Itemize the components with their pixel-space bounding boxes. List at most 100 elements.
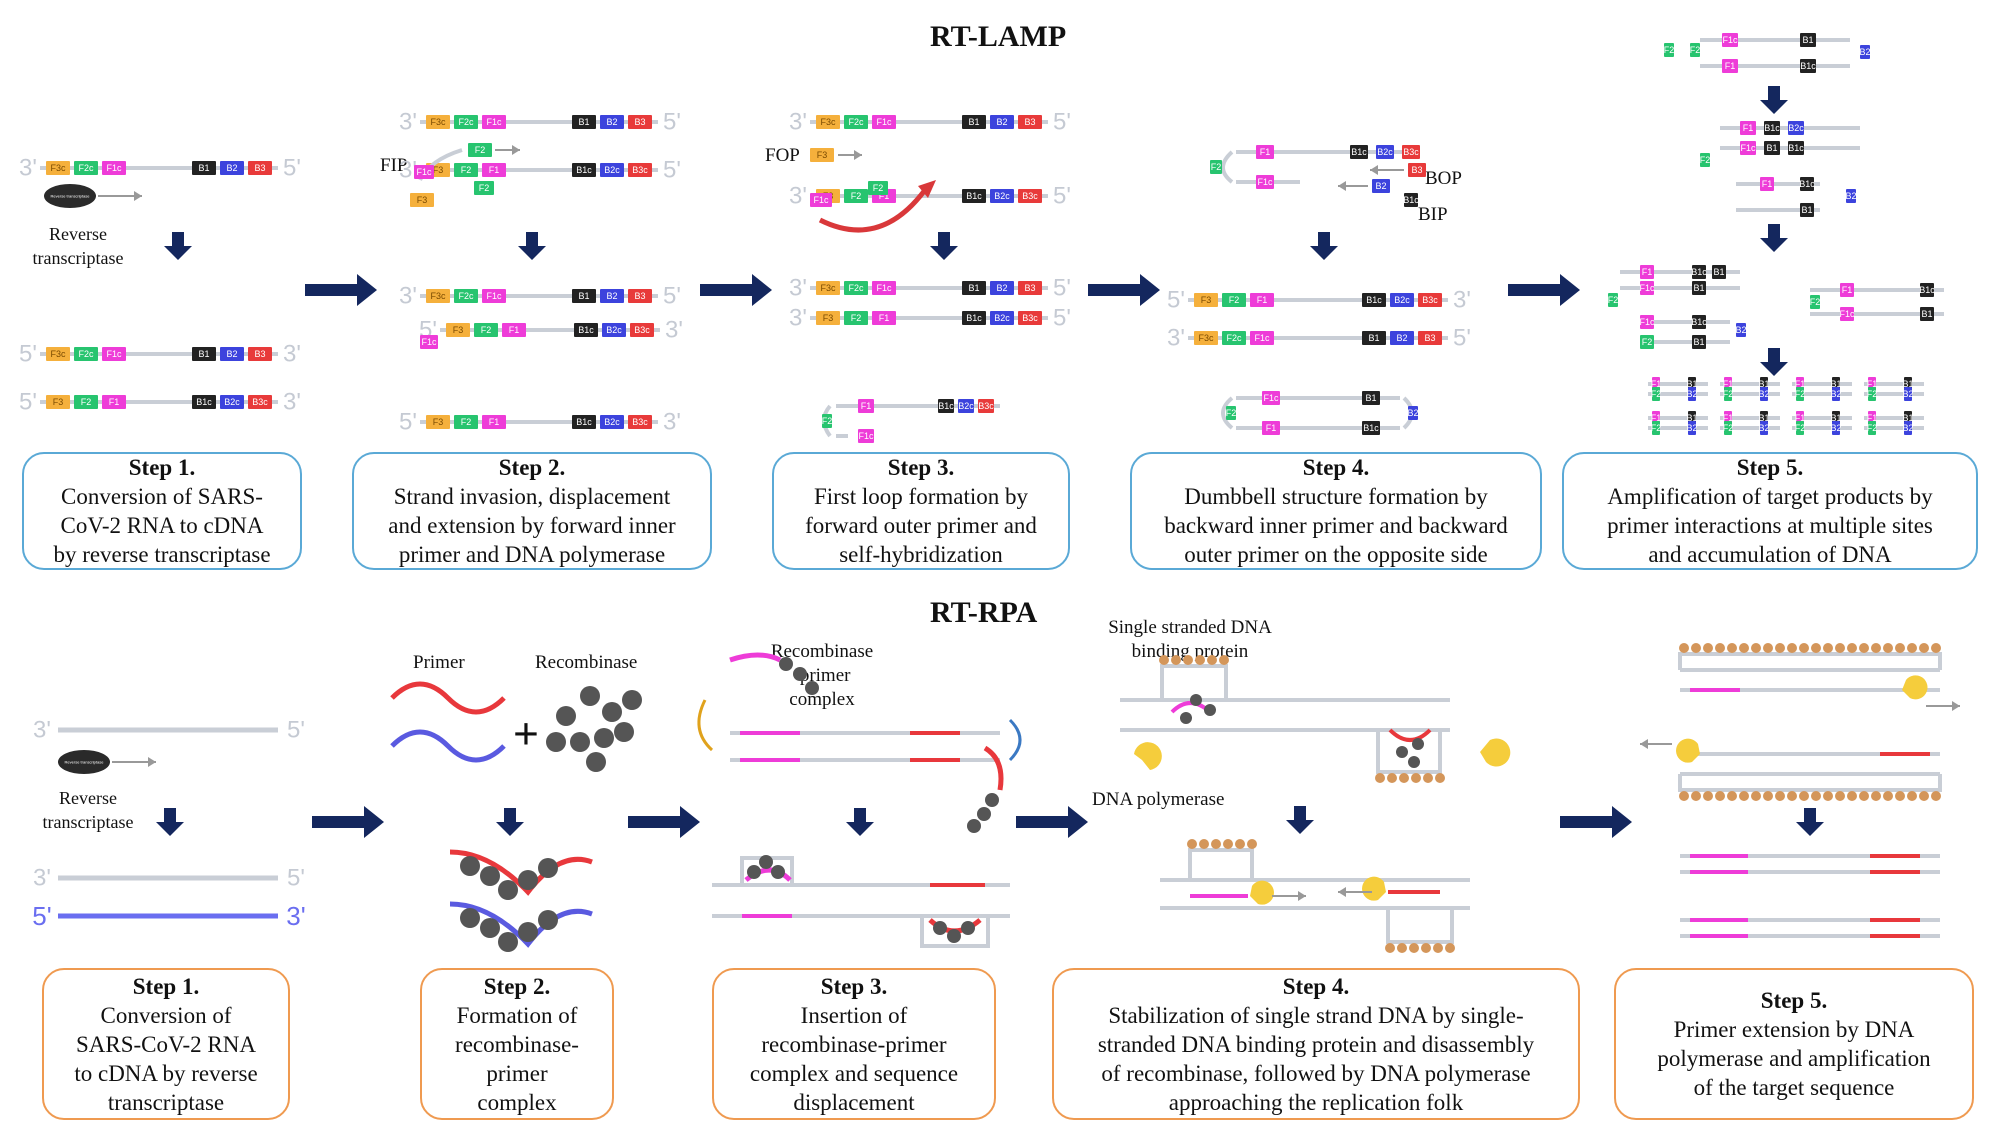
primer-region-f2: [868, 181, 888, 195]
primer-region-label: F1c: [876, 117, 892, 127]
recombinase-protein: [602, 702, 622, 722]
recombinase-protein: [518, 870, 538, 890]
strand-end-left: 5': [19, 389, 37, 416]
ssb-protein: [1159, 655, 1169, 665]
down-arrow: [930, 232, 958, 260]
primer-region-f1: [482, 415, 506, 429]
ssb-protein: [1691, 791, 1701, 801]
primer-region-f1c: [414, 165, 434, 179]
primer-region-b3: [628, 289, 652, 303]
primer-region-b2: [220, 161, 244, 175]
lamp-step-1-box: Step 1. Conversion of SARS- CoV-2 RNA to…: [22, 452, 302, 570]
strand-end-left: 3': [1167, 325, 1185, 352]
primer-region-b2: [1832, 387, 1840, 401]
primer-region-label: F3: [453, 325, 464, 335]
ssb-protein: [1799, 643, 1809, 653]
primer-region-label: F1: [1723, 379, 1734, 389]
primer-region-f2: [474, 323, 498, 337]
primer-region-label: F2: [1810, 297, 1821, 307]
primer-region-f1c: [1640, 315, 1654, 329]
ssb-protein: [1409, 943, 1419, 953]
complex-primer-red: [449, 849, 593, 896]
cdna-5-end: 5': [32, 901, 51, 931]
primer-region-label: B2: [1902, 389, 1913, 399]
lamp-arrow-1-2: [305, 274, 377, 306]
primer-region-label: B3: [634, 291, 645, 301]
label-recombinase-primer-complex: Recombinase -primer complex: [770, 641, 874, 710]
primer-region-label: B1c: [1800, 61, 1816, 71]
recombinase-protein: [805, 681, 819, 695]
rpa-arrow-1-2: [312, 806, 384, 838]
lamp-step-4-title: Step 4.: [1302, 455, 1370, 480]
primer-region-label: B1c: [938, 401, 954, 411]
dna-polymerase-ext-left: [1250, 880, 1274, 905]
lamp-step-1-title: Step 1.: [128, 455, 196, 480]
extension-arrow-head: [1338, 181, 1346, 191]
recombinase-protein: [1180, 712, 1192, 724]
primer-region-f2: [1868, 387, 1876, 401]
strand-end-left: 3': [399, 283, 417, 310]
recombinase-protein: [759, 855, 773, 869]
complex-primer-red-2: [983, 745, 1004, 791]
recombinase-protein: [961, 921, 975, 935]
lamp-step-3-box: Step 3. First loop formation by forward …: [772, 452, 1070, 570]
ssb-protein: [1895, 643, 1905, 653]
primer-region-b2c: [1376, 145, 1394, 159]
ssb-protein: [1811, 643, 1821, 653]
primer-region-b3c: [628, 163, 652, 177]
recombinase-protein: [967, 819, 981, 833]
plus-sign: +: [513, 710, 539, 759]
ssb-protein: [1445, 943, 1455, 953]
primer-region-label: B3c: [632, 165, 648, 175]
primer-region-b1c: [1800, 177, 1814, 191]
ssb-protein: [1397, 943, 1407, 953]
rpa-step-1-title: Step 1.: [132, 973, 200, 999]
primer-region-b3: [1408, 163, 1426, 177]
primer-region-label: B1c: [196, 397, 212, 407]
primer-region-b2c: [1788, 121, 1804, 135]
primer-region-label: F1: [1795, 413, 1806, 423]
extension-arrow-head: [1370, 165, 1378, 175]
primer-region-b1: [572, 115, 596, 129]
primer-region-label: F2: [1723, 423, 1734, 433]
primer-region-label: F2c: [1226, 333, 1242, 343]
primer-region-b2c: [990, 189, 1014, 203]
recombinase-protein: [947, 929, 961, 943]
primer-region-f2c: [74, 161, 98, 175]
primer-region-label: B1: [968, 117, 979, 127]
primer-region-label: F2c: [848, 283, 864, 293]
dumbbell-loop-left-2: [1221, 396, 1234, 430]
primer-region-f2: [822, 414, 832, 428]
primer-region-label: F3: [433, 417, 444, 427]
primer-region-label: B1c: [1363, 423, 1379, 433]
primer-region-b1c: [1692, 315, 1706, 329]
strand-end-right: 5': [663, 283, 681, 310]
primer-region-label: B1: [1830, 413, 1841, 423]
primer-region-f3: [410, 193, 434, 207]
primer-region-b1: [1692, 281, 1706, 295]
primer-region-label: F1: [1795, 379, 1806, 389]
rpa-step-3-title: Step 3.: [820, 973, 888, 999]
primer-region-label: B2: [1859, 47, 1870, 57]
ssb-protein: [1207, 655, 1217, 665]
ssb-protein: [1859, 643, 1869, 653]
dna-polymerase-right: [1480, 738, 1511, 767]
primer-region-label: B3: [1411, 165, 1422, 175]
primer-region-b2c: [220, 395, 244, 409]
recombinase-protein: [1412, 738, 1424, 750]
amp-top-loop: [1678, 652, 1942, 670]
lamp-step-3-title: Step 3.: [887, 455, 955, 480]
lamp-step-2-box: Step 2. Strand invasion, displacement an…: [352, 452, 712, 570]
primer-region-label: B3: [254, 349, 265, 359]
recombinase-protein: [480, 866, 500, 886]
primer-region-label: F3c: [1198, 333, 1214, 343]
ssb-protein: [1835, 643, 1845, 653]
ssb-protein: [1679, 791, 1689, 801]
primer-region-label: F1: [1842, 285, 1853, 295]
primer-region-b1: [962, 281, 986, 295]
primer-region-label: B1c: [1351, 147, 1367, 157]
primer-region-f1: [1760, 177, 1774, 191]
primer-region-b3c: [248, 395, 272, 409]
primer-region-b1c: [1350, 145, 1368, 159]
recombinase-protein: [498, 932, 518, 952]
